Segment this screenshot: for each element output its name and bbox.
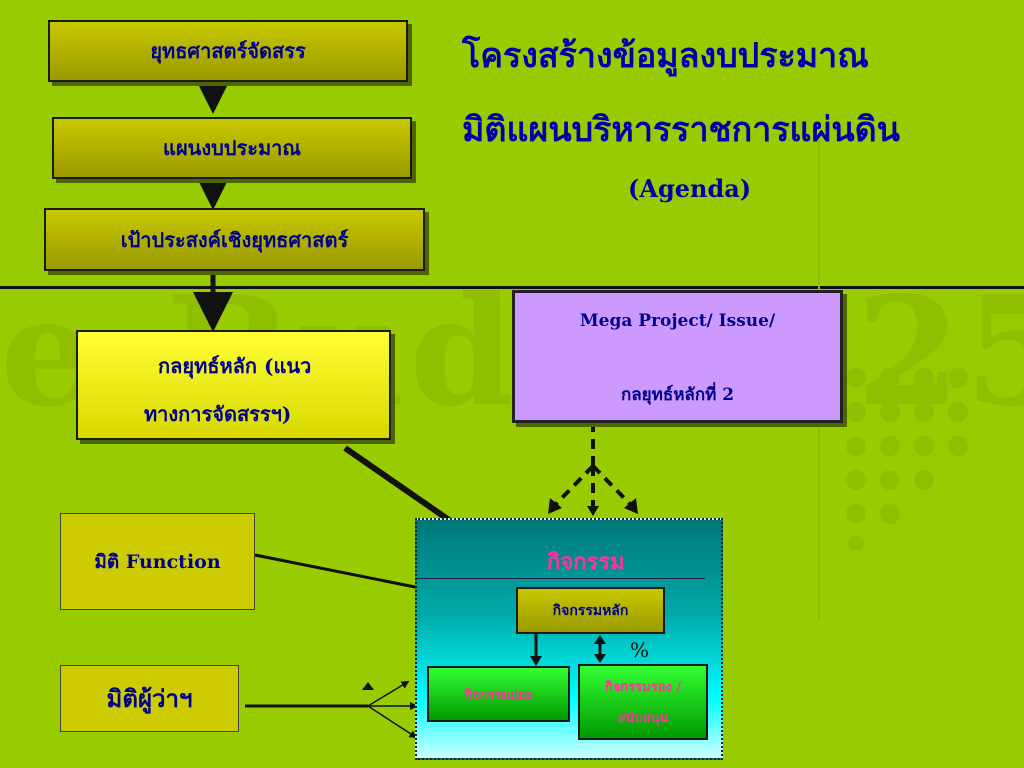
governor-dimension-box: มิติผู้ว่าฯ <box>60 665 239 732</box>
function-dimension-box: มิติ Function <box>60 513 255 610</box>
title-line-2: มิติแผนบริหารราชการแผ่นดิน <box>462 110 900 150</box>
strategy-box: ยุทธศาสตร์จัดสรร <box>48 20 408 82</box>
mega-project-line-2: กลยุทธ์หลักที่ 2 <box>620 385 735 405</box>
main-strategy-line-1: กลยุทธ์หลัก (แนว <box>158 354 312 378</box>
title-line-1: โครงสร้างข้อมูลงบประมาณ <box>462 36 869 76</box>
horizontal-divider <box>0 286 1024 289</box>
activity-header: กิจกรรม <box>547 549 625 575</box>
secondary-activity-line-2: สนับสนุน <box>617 711 669 726</box>
mega-project-line-1: Mega Project/ Issue/ <box>579 311 776 331</box>
secondary-activity-line-1: กิจกรรมรอง / <box>604 680 682 695</box>
main-strategy-line-2: ทางการจัดสรรฯ) <box>144 402 292 426</box>
decorative-dots <box>846 368 968 550</box>
activity-header-rule <box>417 578 705 579</box>
strategic-goal-box: เป้าประสงค์เชิงยุทธศาสตร์ <box>44 208 425 271</box>
main-activity-box: กิจกรรมหลัก <box>516 587 665 634</box>
secondary-activity-box: กิจกรรมรอง / สนับสนุน <box>578 664 708 740</box>
mega-project-box: Mega Project/ Issue/ กลยุทธ์หลักที่ 2 <box>512 290 843 423</box>
sub-activity-box: กิจกรรมย่อย <box>427 666 570 722</box>
percent-label: % <box>630 638 650 662</box>
budget-plan-box: แผนงบประมาณ <box>52 117 412 179</box>
title-line-3: (Agenda) <box>628 174 752 203</box>
main-strategy-box: กลยุทธ์หลัก (แนว ทางการจัดสรรฯ) <box>76 330 391 440</box>
